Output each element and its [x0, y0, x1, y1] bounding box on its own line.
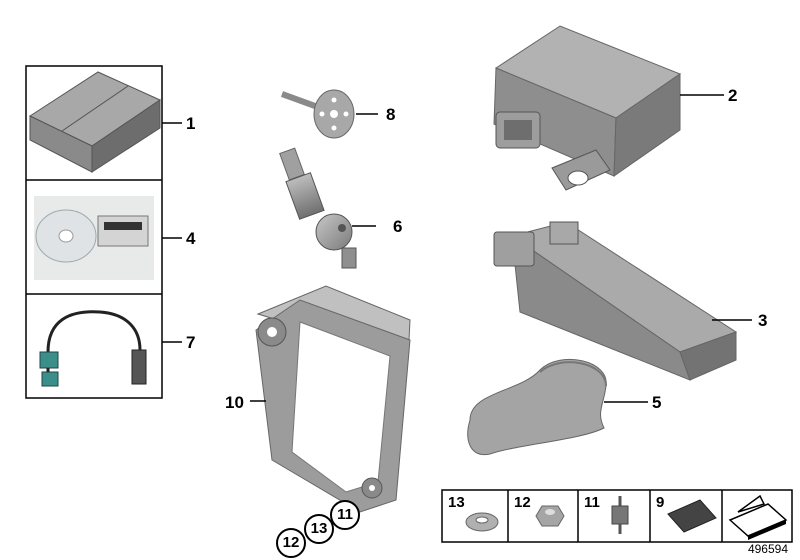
callout-10: 10	[225, 393, 244, 412]
callout-8: 8	[386, 105, 396, 124]
foam-pad-icon	[667, 499, 717, 533]
nut-icon	[535, 505, 565, 527]
part-5-pad	[467, 358, 607, 456]
legend-number: 13	[448, 494, 465, 511]
part-3-antenna	[493, 221, 738, 381]
callout-4: 4	[186, 229, 196, 248]
callout-1: 1	[186, 114, 196, 133]
callout-5: 5	[652, 393, 662, 412]
part-6-tpms-valve	[279, 147, 357, 269]
part-1-box	[28, 71, 162, 173]
part-10-bracket	[255, 285, 411, 513]
part-8-valve-insert	[280, 89, 355, 139]
callout-2: 2	[728, 86, 738, 105]
callout-13: 13	[304, 514, 334, 544]
legend-number: 11	[584, 494, 600, 511]
legend-number: 9	[656, 494, 665, 511]
arrow-icon	[728, 494, 788, 540]
rubber-mount-icon	[611, 496, 629, 534]
callout-6: 6	[393, 217, 403, 236]
diagram-id: 496594	[747, 542, 788, 556]
legend-number: 12	[514, 494, 531, 511]
part-4-kit	[34, 196, 154, 280]
part-7-cable	[39, 310, 147, 387]
callout-7: 7	[186, 333, 196, 352]
part-2-control-unit	[493, 25, 682, 191]
legend-box	[441, 489, 793, 543]
callout-3: 3	[758, 311, 768, 330]
callout-11: 11	[330, 500, 360, 530]
callout-12: 12	[276, 528, 306, 558]
